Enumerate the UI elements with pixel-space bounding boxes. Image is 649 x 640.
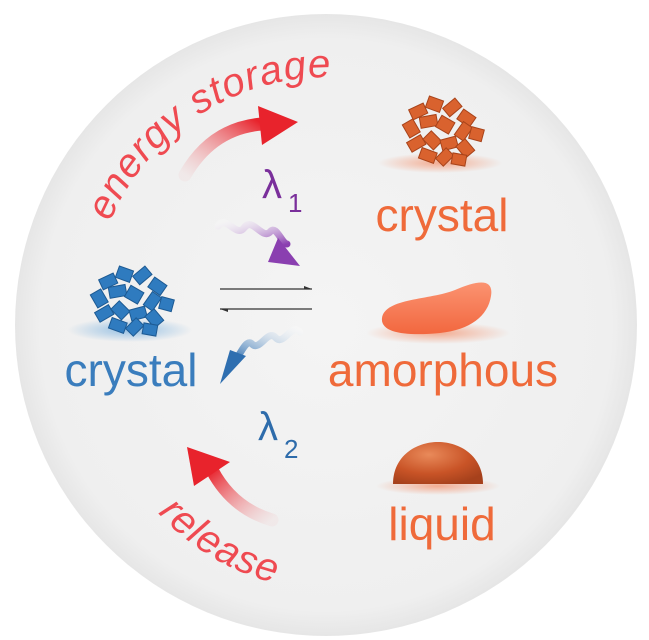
- crystal-left-label: crystal: [65, 344, 198, 396]
- crystal-top-label: crystal: [376, 189, 509, 241]
- liquid-label: liquid: [388, 498, 495, 550]
- equilibrium-arrows: [220, 286, 312, 312]
- orange-crystal-icon: [378, 95, 502, 173]
- svg-text:2: 2: [284, 434, 298, 464]
- photon-wave-2-icon: [220, 326, 304, 384]
- release-arrow: [187, 447, 279, 527]
- svg-text:λ: λ: [258, 405, 278, 449]
- blue-crystal-icon: [68, 265, 192, 342]
- energy-storage-arrow: [178, 106, 298, 182]
- liquid-droplet-icon: [376, 442, 500, 495]
- photon-wave-1-icon: [214, 219, 300, 266]
- amorphous-label: amorphous: [328, 344, 558, 396]
- lambda-1-label: λ 1: [262, 163, 302, 218]
- svg-text:1: 1: [288, 188, 302, 218]
- amorphous-blob-icon: [366, 282, 510, 344]
- svg-text:λ: λ: [262, 163, 282, 207]
- lambda-2-label: λ 2: [258, 405, 298, 464]
